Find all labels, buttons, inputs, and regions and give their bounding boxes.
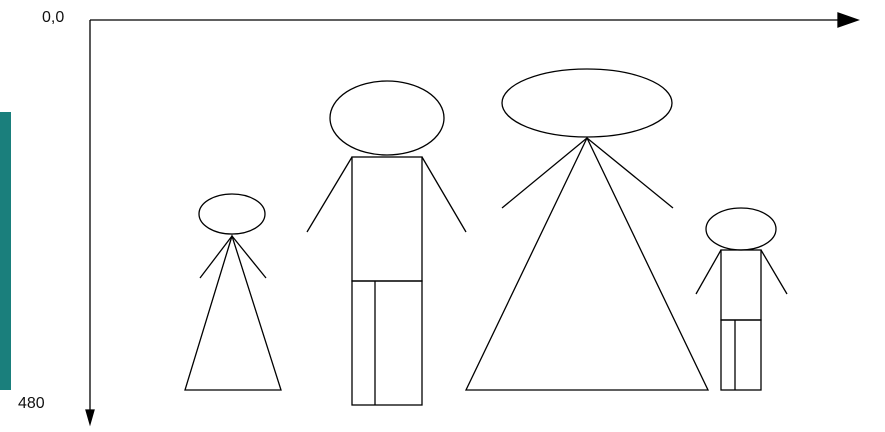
x-axis-arrow	[838, 13, 858, 27]
head	[330, 81, 444, 155]
torso	[352, 157, 422, 281]
arm-left	[502, 138, 587, 208]
large-figure-dress	[466, 69, 708, 390]
tall-figure-trousers	[307, 81, 466, 405]
head	[199, 194, 265, 234]
head	[502, 69, 672, 137]
arm-right	[232, 236, 266, 278]
small-figure-trousers	[696, 208, 787, 390]
dress-body	[466, 138, 708, 390]
arm-right	[587, 138, 673, 208]
legs	[721, 320, 761, 390]
legs	[352, 281, 422, 405]
small-figure-dress	[185, 194, 281, 390]
dress-body	[185, 236, 281, 390]
torso	[721, 250, 761, 320]
coordinate-axes	[86, 13, 858, 424]
arm-right	[422, 157, 466, 232]
arm-left	[200, 236, 232, 278]
y-axis-arrow	[86, 410, 94, 424]
arm-left	[696, 250, 721, 294]
arm-right	[761, 250, 787, 294]
arm-left	[307, 157, 352, 232]
head	[706, 208, 776, 250]
